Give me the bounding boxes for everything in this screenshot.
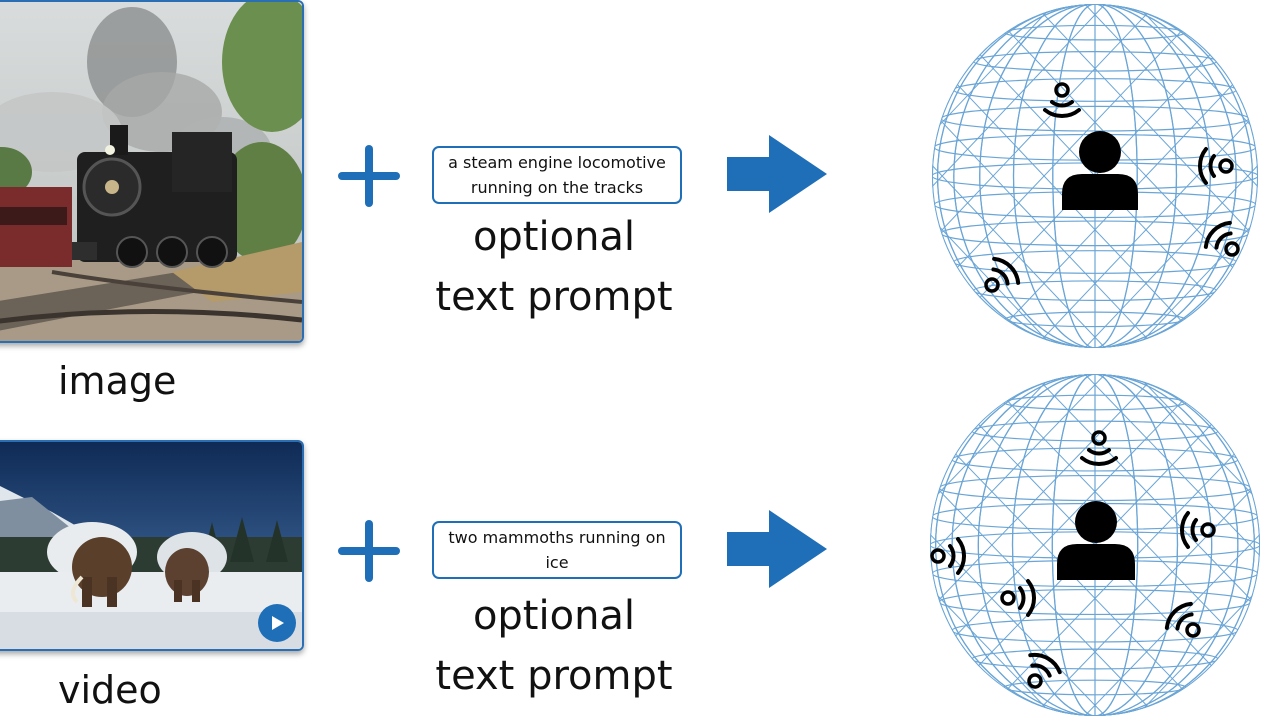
mesh-line <box>1012 4 1178 348</box>
arrow-right-icon <box>727 510 827 588</box>
mesh-line <box>1052 4 1138 348</box>
video-label: video <box>58 668 162 712</box>
mesh-line <box>1084 4 1258 348</box>
sound-source-icon <box>1203 220 1240 257</box>
prompt-text: two mammoths running on ice <box>448 528 666 572</box>
prompt-box-locomotive[interactable]: a steam engine locomotive running on the… <box>432 146 682 204</box>
mesh-line <box>981 374 1260 716</box>
sound-source-icon <box>1198 147 1234 185</box>
mesh-line <box>930 374 1158 716</box>
text-prompt-words: text prompt <box>435 653 673 699</box>
sound-sphere-video <box>930 374 1260 716</box>
mesh-line <box>1011 374 1179 716</box>
person-icon <box>1057 501 1135 580</box>
mesh-line <box>932 4 1157 348</box>
optional-prompt-caption: optional text prompt <box>414 207 694 327</box>
sound-source-icon <box>1043 82 1081 118</box>
play-icon <box>272 616 284 630</box>
mesh-line <box>982 4 1258 348</box>
mesh-line <box>930 374 1055 716</box>
locomotive-photo <box>0 2 302 341</box>
mesh-line <box>930 374 1106 716</box>
arrow-right-icon <box>727 135 827 213</box>
mesh-line <box>1033 4 1258 348</box>
image-label: image <box>58 359 177 403</box>
sound-source-icon <box>930 537 966 575</box>
mesh-line <box>1051 374 1139 716</box>
mesh-line <box>979 4 1211 348</box>
mesh-line <box>1032 374 1260 716</box>
mesh-line <box>932 4 1055 348</box>
sound-sphere-image <box>932 4 1258 348</box>
mesh-line <box>1135 4 1258 348</box>
mesh-line <box>932 4 1106 348</box>
video-thumbnail[interactable] <box>0 440 304 651</box>
play-button[interactable] <box>258 604 296 642</box>
sound-source-icon <box>1164 601 1201 638</box>
mesh-line <box>932 4 1208 348</box>
optional-word: optional <box>472 214 636 260</box>
text-prompt-words: text prompt <box>435 274 673 320</box>
mesh-line <box>951 374 1239 716</box>
mesh-line <box>1135 4 1258 348</box>
sound-source-icon <box>1000 579 1036 617</box>
mammoths-video-frame <box>0 442 302 649</box>
mesh-line <box>1135 374 1260 716</box>
mesh-line <box>936 4 1254 348</box>
mesh-line <box>935 374 1255 716</box>
plus-icon <box>338 145 400 207</box>
plus-icon <box>338 520 400 582</box>
mesh-line <box>930 374 1209 716</box>
mesh-line <box>953 4 1237 348</box>
person-icon <box>1062 131 1138 210</box>
mesh-line <box>1135 374 1260 716</box>
mesh-line <box>977 374 1213 716</box>
optional-word: optional <box>472 593 636 639</box>
image-thumbnail <box>0 0 304 343</box>
optional-prompt-caption: optional text prompt <box>414 586 694 706</box>
prompt-box-mammoths[interactable]: two mammoths running on ice <box>432 521 682 579</box>
mesh-line <box>932 4 1055 348</box>
prompt-text: a steam engine locomotive running on the… <box>448 153 666 197</box>
sound-source-icon <box>1080 430 1118 466</box>
sound-source-icon <box>1027 652 1062 689</box>
mesh-line <box>1084 374 1260 716</box>
sound-source-icon <box>984 256 1021 293</box>
sound-source-icon <box>1180 511 1216 549</box>
mesh-line <box>930 374 1055 716</box>
